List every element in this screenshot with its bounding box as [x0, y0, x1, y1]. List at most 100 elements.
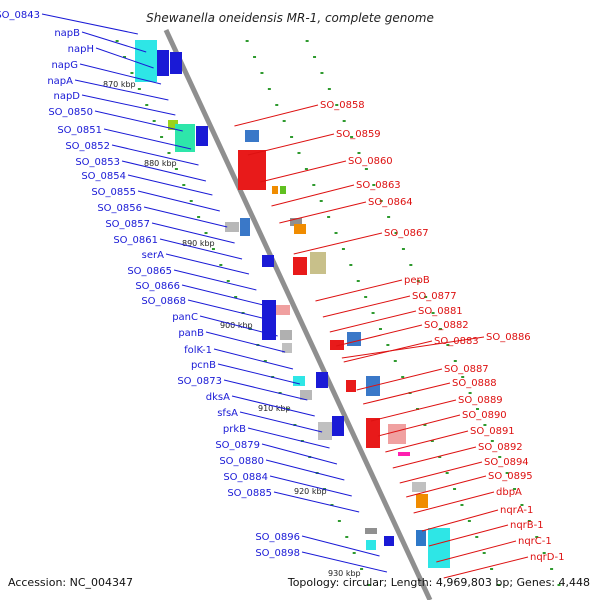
right-gene-labels: SO_0858SO_0859SO_0860SO_0863SO_0864SO_08… — [320, 100, 564, 563]
left-connector-line — [269, 475, 352, 497]
tick-mark — [290, 136, 294, 138]
genome-backbone — [163, 28, 433, 600]
tick-mark — [356, 280, 360, 282]
tick-mark — [520, 504, 524, 506]
tick-mark — [490, 440, 494, 442]
tick-mark — [550, 568, 554, 570]
right-gene-label: SO_0881 — [418, 306, 463, 317]
left-gene-label: SO_0880 — [219, 456, 264, 467]
right-gene-label: SO_0863 — [356, 180, 401, 191]
left-gene-label: SO_0898 — [255, 548, 300, 559]
left-connector-line — [165, 253, 250, 275]
left-gene-label: dksA — [206, 392, 230, 403]
right-gene-label: SO_0891 — [470, 426, 515, 437]
gene-feature — [365, 528, 377, 534]
tick-mark — [342, 120, 346, 122]
tick-mark — [197, 216, 201, 218]
left-gene-label: panB — [178, 328, 204, 339]
left-connector-line — [199, 315, 278, 337]
left-gene-label: SO_0856 — [97, 203, 142, 214]
tick-mark — [446, 344, 450, 346]
tick-mark — [304, 168, 308, 170]
left-connector-line — [217, 363, 301, 385]
right-connector-line — [247, 133, 335, 156]
scale-label: 880 kbp — [144, 159, 177, 168]
right-connector-line — [356, 368, 443, 391]
left-gene-label: napD — [53, 91, 80, 102]
tick-mark — [130, 72, 134, 74]
left-connector-line — [127, 174, 213, 196]
tick-mark — [152, 120, 156, 122]
tick-mark — [505, 472, 509, 474]
right-gene-label: SO_0886 — [486, 332, 531, 343]
left-connector-line — [81, 94, 176, 116]
right-gene-label: pepB — [404, 275, 430, 286]
left-connector-line — [103, 128, 192, 150]
left-gene-label: SO_0866 — [135, 281, 180, 292]
tick-mark — [275, 104, 279, 106]
left-gene-label: pcnB — [191, 360, 216, 371]
tick-mark — [313, 56, 317, 58]
tick-mark — [234, 296, 238, 298]
right-connector-line — [336, 324, 423, 347]
right-connector-line — [315, 279, 403, 302]
gene-feature — [300, 390, 312, 400]
right-gene-label: nqrC-1 — [518, 536, 552, 547]
tick-mark — [115, 40, 119, 42]
left-gene-label: napH — [68, 44, 94, 55]
tick-mark — [557, 584, 561, 586]
left-gene-label: folK-1 — [184, 345, 212, 356]
right-gene-label: SO_0887 — [444, 364, 489, 375]
left-connector-line — [273, 491, 360, 513]
left-connector-line — [81, 31, 147, 53]
tick-mark — [475, 536, 479, 538]
right-gene-label: nqrD-1 — [530, 552, 564, 563]
gene-feature — [238, 150, 266, 190]
scale-label: 870 kbp — [103, 80, 136, 89]
tick-mark — [379, 200, 383, 202]
tick-mark — [378, 328, 382, 330]
right-gene-label: SO_0859 — [336, 129, 381, 140]
tick-mark — [498, 456, 502, 458]
right-gene-label: SO_0888 — [452, 378, 497, 389]
right-connector-line — [421, 509, 499, 532]
tick-mark — [267, 88, 271, 90]
gene-feature — [330, 340, 344, 350]
left-connector-line — [151, 222, 235, 244]
gene-feature — [157, 50, 169, 76]
left-gene-label: SO_0853 — [75, 157, 120, 168]
left-connector-line — [247, 427, 330, 449]
left-connector-line — [213, 348, 294, 370]
tick-mark — [513, 488, 517, 490]
tick-mark — [401, 248, 405, 250]
scale-label: 920 kbp — [294, 487, 327, 496]
gene-feature — [225, 222, 239, 232]
gene-feature — [170, 52, 182, 74]
right-connector-line — [370, 399, 457, 422]
tick-mark — [367, 584, 371, 586]
gene-feature — [135, 40, 157, 82]
tick-mark — [219, 264, 223, 266]
tick-mark — [330, 504, 334, 506]
gene-feature — [318, 422, 332, 440]
tick-mark — [364, 296, 368, 298]
tick-mark — [393, 360, 397, 362]
tick-mark — [182, 184, 186, 186]
right-gene-label: SO_0892 — [478, 442, 523, 453]
left-connector-line — [111, 144, 199, 166]
tick-mark — [453, 360, 457, 362]
gene-feature — [280, 186, 286, 194]
tick-mark — [364, 168, 368, 170]
tick-mark — [460, 504, 464, 506]
right-gene-label: nqrB-1 — [510, 520, 544, 531]
right-connector-line — [377, 414, 461, 437]
left-gene-label: SO_0852 — [65, 141, 110, 152]
tick-marks — [115, 40, 561, 586]
tick-mark — [320, 72, 324, 74]
tick-mark — [263, 360, 267, 362]
tick-mark — [445, 472, 449, 474]
gene-feature — [196, 126, 208, 146]
left-gene-label: SO_0850 — [48, 107, 93, 118]
right-connector-line — [406, 475, 487, 498]
left-gene-label: SO_0861 — [113, 235, 158, 246]
